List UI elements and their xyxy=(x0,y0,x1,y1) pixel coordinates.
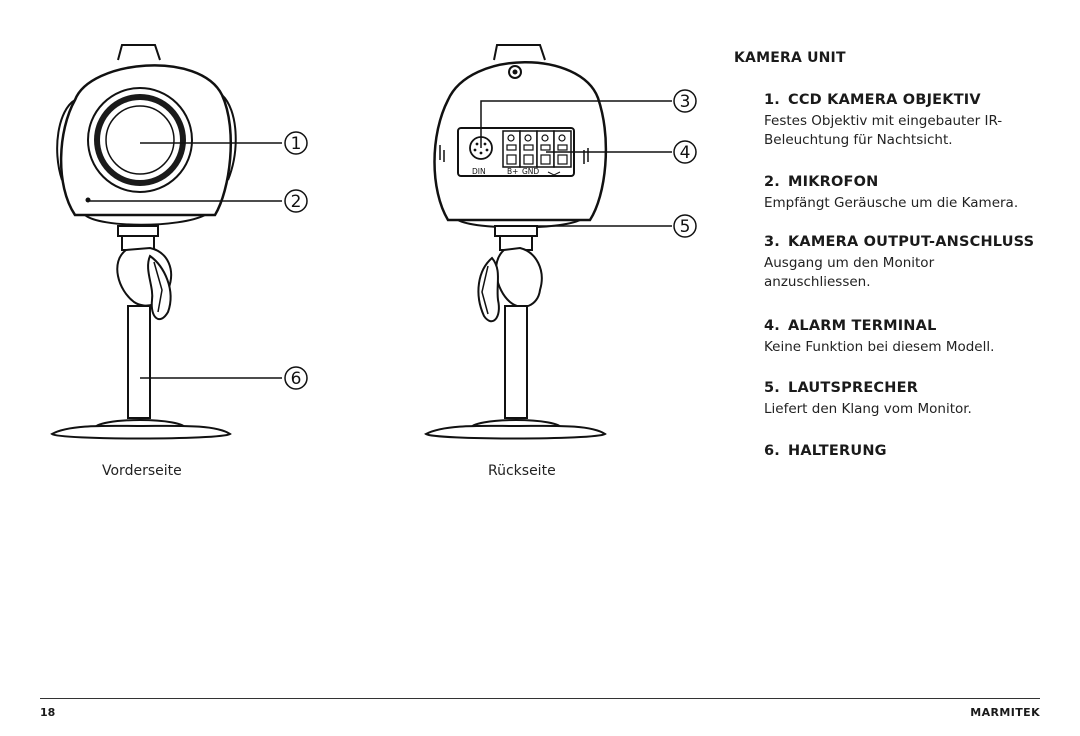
item-number: 1. xyxy=(764,92,780,108)
footer-divider xyxy=(40,698,1040,699)
brand-name: MARMITEK xyxy=(970,706,1040,719)
item-number: 6. xyxy=(764,443,780,459)
caption-front: Vorderseite xyxy=(102,463,182,479)
item-number: 3. xyxy=(764,234,780,250)
item-description: Ausgang um den Monitor anzuschliessen. xyxy=(764,255,935,290)
item-description: Festes Objektiv mit eingebauter IR-Beleu… xyxy=(764,113,1003,148)
section-title: KAMERA UNIT xyxy=(734,50,846,66)
callout-3: 3 xyxy=(680,92,691,112)
item-title: MIKROFON xyxy=(788,174,879,190)
callout-2: 2 xyxy=(291,192,302,212)
item-alarm-terminal: 4. ALARM TERMINAL Keine Funktion bei die… xyxy=(764,318,1064,357)
port-labels: DIN B+ GND xyxy=(472,167,539,176)
item-number: 2. xyxy=(764,174,780,190)
item-description: Keine Funktion bei diesem Modell. xyxy=(764,339,995,355)
callouts-back: 3 4 5 xyxy=(673,89,697,238)
camera-front-view xyxy=(50,44,282,440)
item-title: CCD KAMERA OBJEKTIV xyxy=(788,92,981,108)
callout-5: 5 xyxy=(680,217,691,237)
item-ccd-lens: 1. CCD KAMERA OBJEKTIV Festes Objektiv m… xyxy=(764,92,1064,150)
callout-4: 4 xyxy=(680,143,691,163)
item-description: Liefert den Klang vom Monitor. xyxy=(764,401,972,417)
item-number: 4. xyxy=(764,318,780,334)
callout-1: 1 xyxy=(291,134,302,154)
item-output-port: 3. KAMERA OUTPUT-ANSCHLUSS Ausgang um de… xyxy=(764,234,1064,292)
label-gnd: GND xyxy=(522,167,539,176)
item-title: ALARM TERMINAL xyxy=(788,318,937,334)
caption-back: Rückseite xyxy=(488,463,556,479)
label-din: DIN xyxy=(472,167,486,176)
item-number: 5. xyxy=(764,380,780,396)
callout-6: 6 xyxy=(291,369,302,389)
item-mount: 6. HALTERUNG xyxy=(764,443,1064,463)
label-b-plus: B+ xyxy=(507,167,518,176)
item-microphone: 2. MIKROFON Empfängt Geräusche um die Ka… xyxy=(764,174,1064,213)
item-title: HALTERUNG xyxy=(788,443,887,459)
item-speaker: 5. LAUTSPRECHER Liefert den Klang vom Mo… xyxy=(764,380,1064,419)
callouts-front: 1 2 6 xyxy=(284,131,308,390)
item-title: KAMERA OUTPUT-ANSCHLUSS xyxy=(788,234,1035,250)
page-number: 18 xyxy=(40,706,56,719)
item-title: LAUTSPRECHER xyxy=(788,380,919,396)
item-description: Empfängt Geräusche um die Kamera. xyxy=(764,195,1019,211)
camera-back-view xyxy=(424,44,672,440)
